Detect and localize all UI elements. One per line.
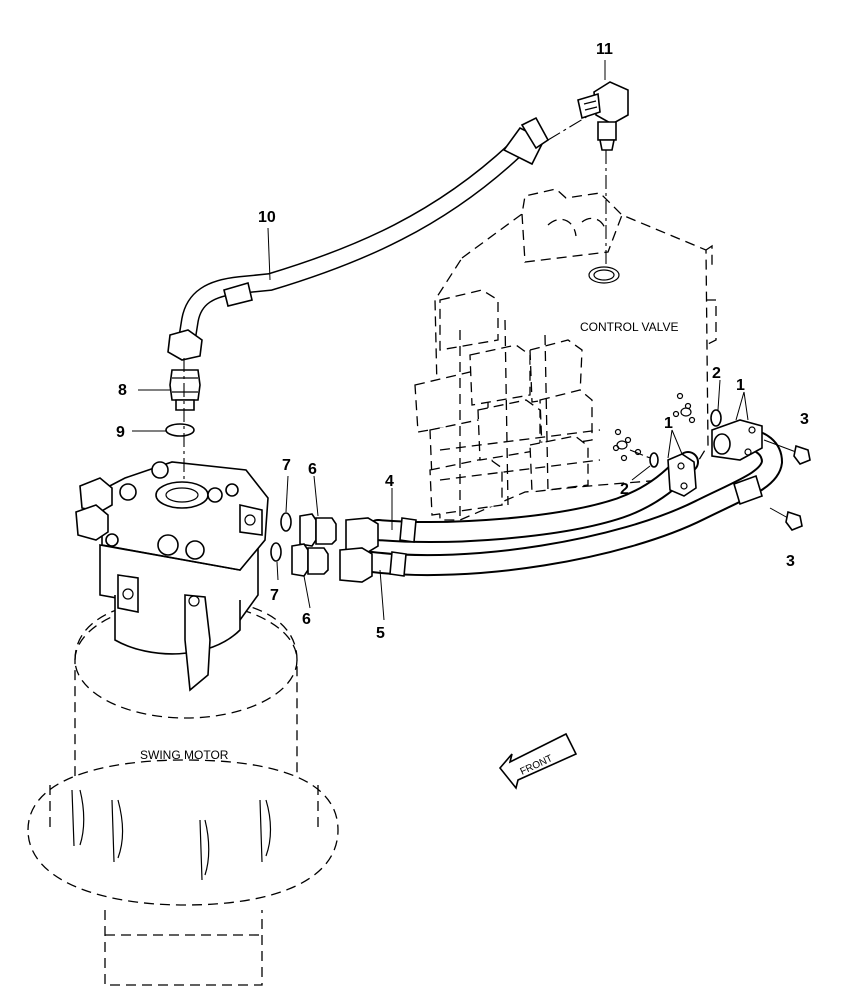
callout-5: 5	[376, 625, 385, 642]
connector-6-lower	[291, 543, 329, 577]
callout-2-right: 2	[712, 365, 721, 382]
callout-10: 10	[258, 209, 276, 226]
hose-5	[361, 429, 784, 577]
callout-4: 4	[385, 473, 394, 490]
o-ring-9	[165, 423, 195, 437]
swing-motor	[27, 597, 339, 986]
o-ring-7-lower	[270, 542, 282, 562]
callout-7-upper: 7	[282, 457, 291, 474]
valve-spools	[414, 289, 601, 520]
hose-10	[167, 116, 550, 361]
fitting-11-elbow	[577, 81, 629, 151]
control-valve	[414, 188, 717, 521]
callout-1-right: 1	[736, 377, 745, 394]
o-ring-2-left	[649, 452, 659, 468]
callout-6-upper: 6	[308, 461, 317, 478]
callout-3-lower: 3	[786, 553, 795, 570]
swing-motor-head	[75, 461, 269, 692]
bolt-3-upper	[763, 439, 811, 465]
adapter-8	[169, 369, 201, 411]
connector-6-upper	[299, 513, 337, 547]
callout-numbers: 11 10 8 9 7 6 4 7 6 5 2 1 3 1 2 3	[116, 41, 809, 642]
front-direction-arrow: FRONT	[498, 732, 578, 790]
callout-8: 8	[118, 382, 127, 399]
callout-3-upper: 3	[800, 411, 809, 428]
o-ring-7-upper	[280, 512, 292, 532]
o-ring-2-right	[710, 409, 722, 427]
port-holes	[612, 392, 696, 462]
connection-line-11	[547, 115, 589, 141]
hose-end-fittings	[339, 517, 379, 583]
bolt-3-lower	[769, 507, 803, 531]
callout-1-left: 1	[664, 415, 673, 432]
callout-2-left: 2	[620, 481, 629, 498]
flange-1-right	[711, 419, 763, 461]
callout-7-lower: 7	[270, 587, 279, 604]
callout-9: 9	[116, 424, 125, 441]
callout-11: 11	[596, 41, 613, 58]
callout-6-lower: 6	[302, 611, 311, 628]
flange-1-left	[667, 453, 697, 497]
swing-motor-label: SWING MOTOR	[140, 748, 229, 762]
connection-line-2	[629, 449, 651, 459]
control-valve-label: CONTROL VALVE	[580, 320, 678, 334]
leader-lines	[132, 60, 749, 621]
